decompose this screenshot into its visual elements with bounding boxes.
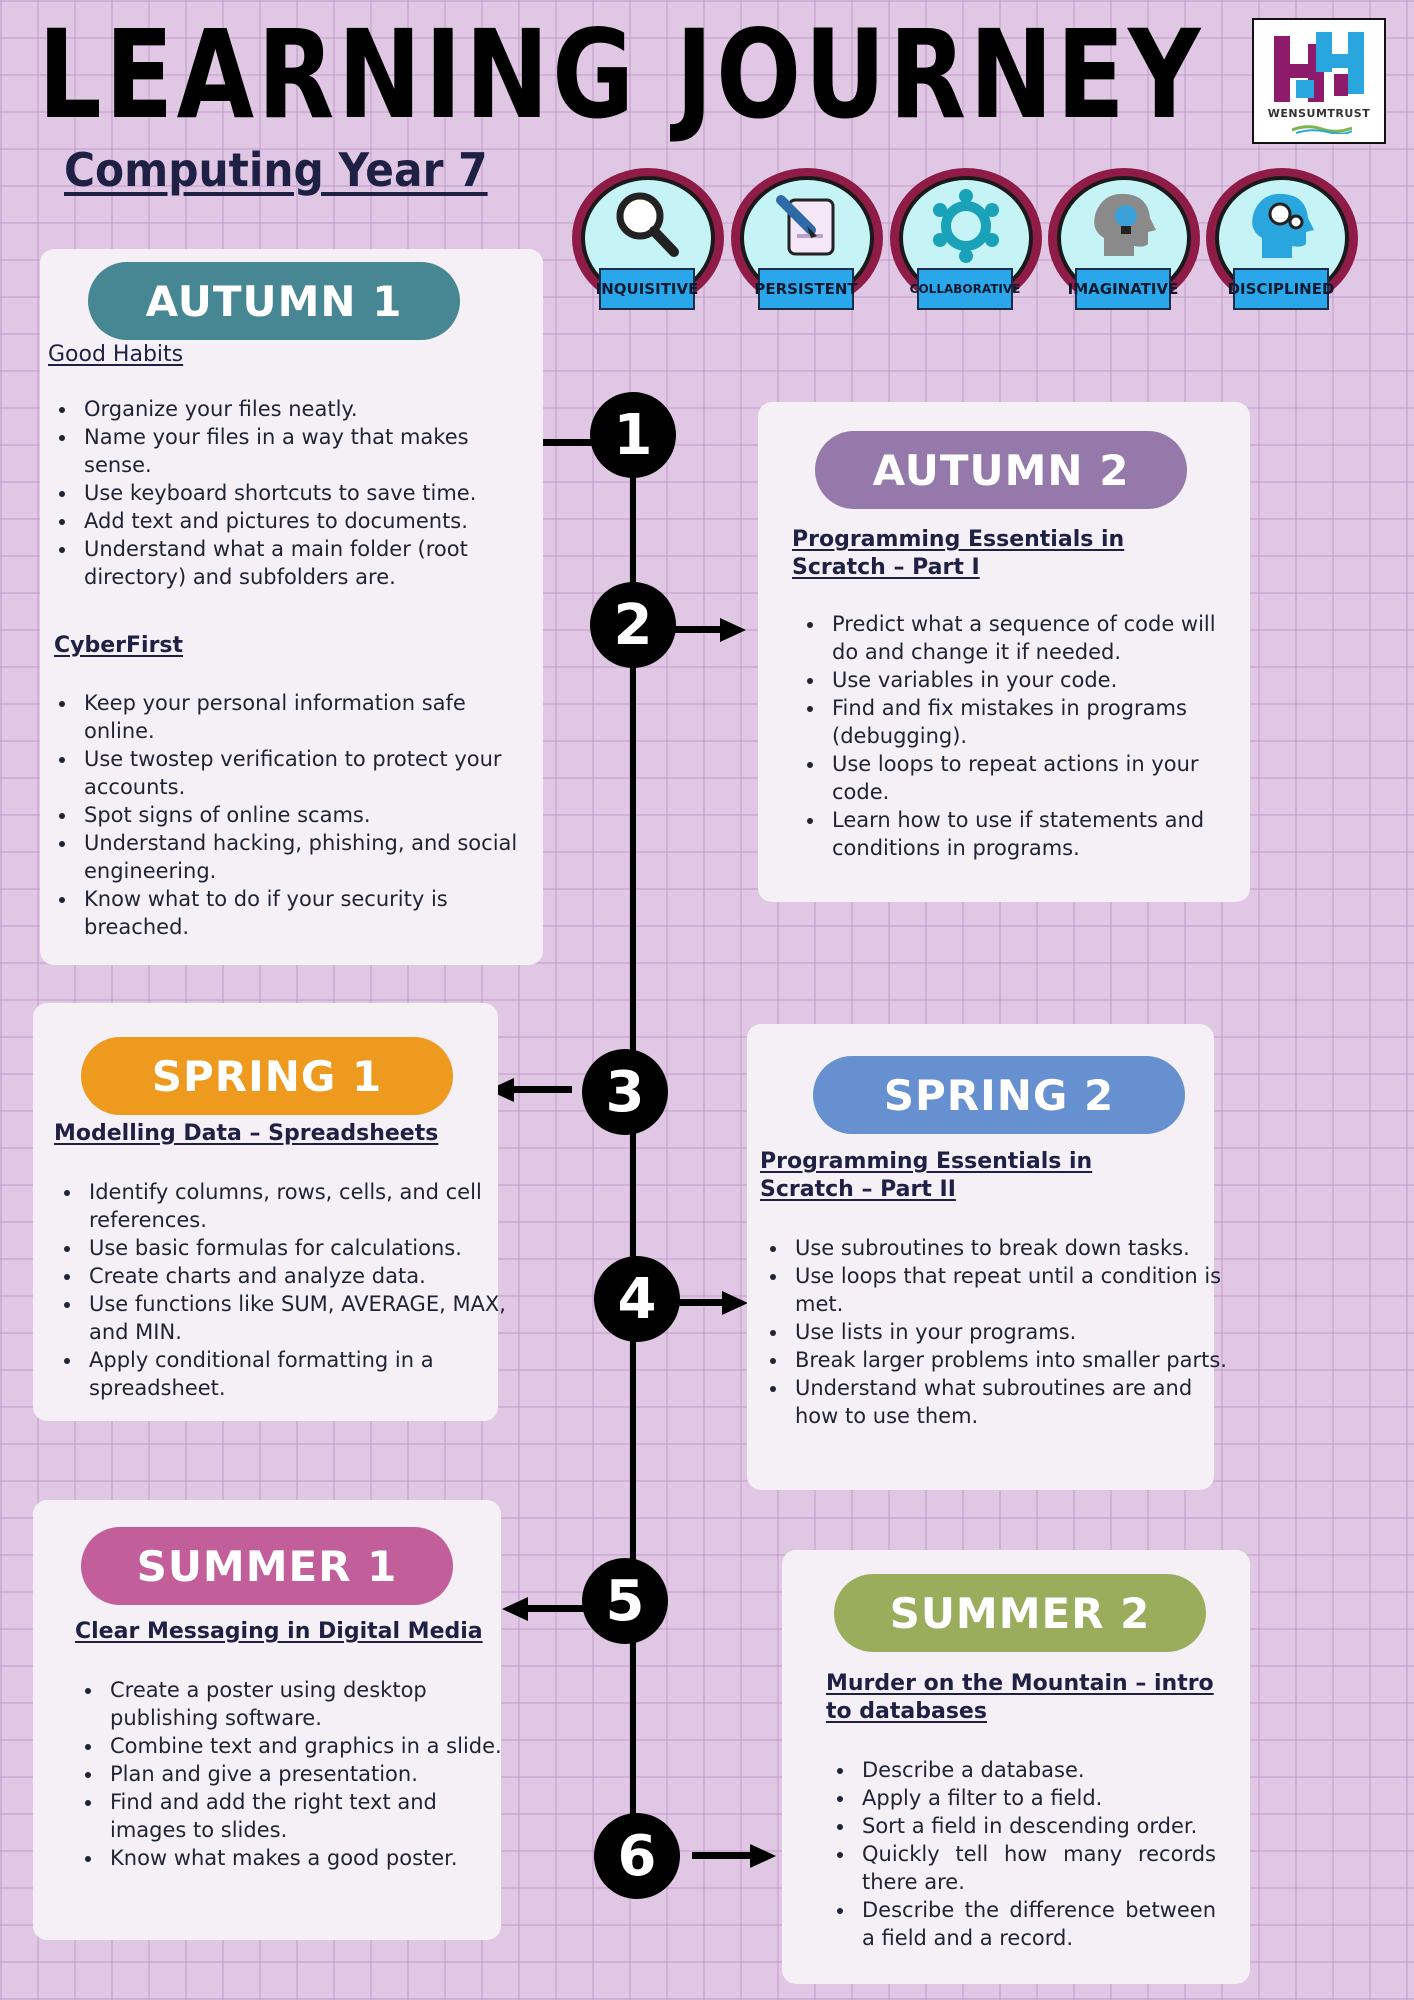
arrow-right-6 xyxy=(692,1844,776,1868)
list-spreadsheets: Identify columns, rows, cells, and cell … xyxy=(53,1178,511,1402)
wensum-trust-logo: WENSUMTRUST xyxy=(1252,18,1386,144)
card-spring-2: SPRING 2 Programming Essentials in Scrat… xyxy=(747,1024,1227,1490)
timeline-node-3: 3 xyxy=(582,1049,668,1135)
list-item: Use twostep verification to protect your… xyxy=(78,745,538,801)
value-label: PERSISTENT xyxy=(754,268,858,310)
timeline-node-6: 6 xyxy=(594,1813,680,1899)
list-item: Know what makes a good poster. xyxy=(104,1844,504,1872)
list-digital-media: Create a poster using desktop publishing… xyxy=(74,1676,504,1872)
list-item: Add text and pictures to documents. xyxy=(78,507,526,535)
list-item: Predict what a sequence of code will do … xyxy=(826,610,1246,666)
list-item: Apply conditional formatting in a spread… xyxy=(83,1346,511,1402)
term-pill-autumn-2: AUTUMN 2 xyxy=(815,431,1187,509)
section-heading-spreadsheets: Modelling Data – Spreadsheets xyxy=(54,1121,439,1146)
value-badge-imaginative: IMAGINATIVE xyxy=(1048,168,1200,318)
section-heading-cyberfirst: CyberFirst xyxy=(54,633,184,658)
term-pill-summer-2: SUMMER 2 xyxy=(834,1574,1206,1652)
list-item: Find and add the right text and images t… xyxy=(104,1788,504,1844)
timeline-node-2: 2 xyxy=(590,582,676,668)
value-badge-inquisitive: INQUISITIVE xyxy=(572,168,724,318)
value-badge-persistent: PERSISTENT xyxy=(731,168,883,318)
term-pill-summer-1: SUMMER 1 xyxy=(81,1527,453,1605)
list-item: Understand what a main folder (root dire… xyxy=(78,535,526,591)
list-item: Organize your files neatly. xyxy=(78,395,526,423)
list-item: Keep your personal information safe onli… xyxy=(78,689,538,745)
list-item: Find and fix mistakes in programs (debug… xyxy=(826,694,1246,750)
list-item: Use keyboard shortcuts to save time. xyxy=(78,479,526,507)
term-pill-autumn-1: AUTUMN 1 xyxy=(88,262,460,340)
list-item: Apply a filter to a field. xyxy=(856,1784,1216,1812)
list-item: Use variables in your code. xyxy=(826,666,1246,694)
list-item: Understand what subroutines are and how … xyxy=(789,1374,1227,1430)
arrow-left-3 xyxy=(488,1078,572,1102)
head-lightbulb-icon xyxy=(1094,193,1156,256)
section-heading-scratch-1: Programming Essentials in Scratch – Part… xyxy=(792,527,1125,581)
list-item: Quickly tell how many records there are. xyxy=(856,1840,1216,1896)
section-heading-scratch-2: Programming Essentials in Scratch – Part… xyxy=(760,1149,1093,1203)
list-item: Use lists in your programs. xyxy=(789,1318,1227,1346)
list-item: Describe a database. xyxy=(856,1756,1216,1784)
list-item: Use basic formulas for calculations. xyxy=(83,1234,511,1262)
list-item: Create a poster using desktop publishing… xyxy=(104,1676,504,1732)
logo-wave-icon xyxy=(1292,125,1352,134)
card-spring-1: SPRING 1 Modelling Data – Spreadsheets I… xyxy=(33,1003,506,1421)
card-autumn-1: AUTUMN 1 Good Habits Organize your files… xyxy=(40,249,543,965)
card-autumn-2: AUTUMN 2 Programming Essentials in Scrat… xyxy=(758,402,1250,902)
value-label: DISCIPLINED xyxy=(1228,268,1334,310)
list-item: Understand hacking, phishing, and social… xyxy=(78,829,538,885)
timeline-node-4: 4 xyxy=(594,1256,680,1342)
arrow-right-4 xyxy=(678,1291,748,1315)
timeline-line xyxy=(630,430,636,1860)
list-item: Describe the difference between a field … xyxy=(856,1896,1216,1952)
card-summer-1: SUMMER 1 Clear Messaging in Digital Medi… xyxy=(33,1500,504,1940)
card-summer-2: SUMMER 2 Murder on the Mountain – intro … xyxy=(782,1550,1250,1984)
list-item: Use loops that repeat until a condition … xyxy=(789,1262,1227,1318)
list-item: Combine text and graphics in a slide. xyxy=(104,1732,504,1760)
list-databases: Describe a database. Apply a filter to a… xyxy=(826,1756,1216,1952)
list-item: Use functions like SUM, AVERAGE, MAX, an… xyxy=(83,1290,511,1346)
term-pill-spring-1: SPRING 1 xyxy=(81,1037,453,1115)
list-item: Break larger problems into smaller parts… xyxy=(789,1346,1227,1374)
list-item: Identify columns, rows, cells, and cell … xyxy=(83,1178,511,1234)
map-pencil-icon xyxy=(776,195,835,256)
term-pill-spring-2: SPRING 2 xyxy=(813,1056,1185,1134)
value-badge-disciplined: DISCIPLINED xyxy=(1206,168,1358,318)
page-subtitle: Computing Year 7 xyxy=(64,143,488,197)
list-good-habits: Organize your files neatly. Name your fi… xyxy=(48,395,526,591)
arrow-right-2 xyxy=(674,618,746,642)
list-item: Spot signs of online scams. xyxy=(78,801,538,829)
list-scratch-2: Use subroutines to break down tasks. Use… xyxy=(759,1234,1227,1430)
section-heading-good-habits: Good Habits xyxy=(48,342,184,367)
value-label: IMAGINATIVE xyxy=(1068,268,1178,310)
head-gears-icon xyxy=(1252,193,1314,258)
timeline-node-5: 5 xyxy=(582,1558,668,1644)
arrow-left-5 xyxy=(502,1597,584,1621)
list-item: Plan and give a presentation. xyxy=(104,1760,504,1788)
section-heading-databases: Murder on the Mountain – intro to databa… xyxy=(826,1671,1214,1725)
list-item: Use loops to repeat actions in your code… xyxy=(826,750,1246,806)
logo-text: WENSUMTRUST xyxy=(1267,107,1371,120)
team-circle-icon xyxy=(933,189,999,263)
magnifying-glass-icon xyxy=(616,192,679,257)
list-scratch-1: Predict what a sequence of code will do … xyxy=(796,610,1246,862)
list-item: Use subroutines to break down tasks. xyxy=(789,1234,1227,1262)
page-title: LEARNING JOURNEY xyxy=(38,4,1204,146)
section-heading-digital-media: Clear Messaging in Digital Media xyxy=(75,1619,483,1644)
trust-logo-mark-icon xyxy=(1274,32,1364,102)
list-item: Sort a field in descending order. xyxy=(856,1812,1216,1840)
value-label: COLLABORATIVE xyxy=(910,268,1020,310)
timeline-node-1: 1 xyxy=(590,392,676,478)
list-item: Know what to do if your security is brea… xyxy=(78,885,538,941)
value-label: INQUISITIVE xyxy=(596,268,698,310)
list-item: Name your files in a way that makes sens… xyxy=(78,423,526,479)
list-cyberfirst: Keep your personal information safe onli… xyxy=(48,689,538,941)
list-item: Create charts and analyze data. xyxy=(83,1262,511,1290)
value-badge-collaborative: COLLABORATIVE xyxy=(890,168,1042,318)
list-item: Learn how to use if statements and condi… xyxy=(826,806,1246,862)
